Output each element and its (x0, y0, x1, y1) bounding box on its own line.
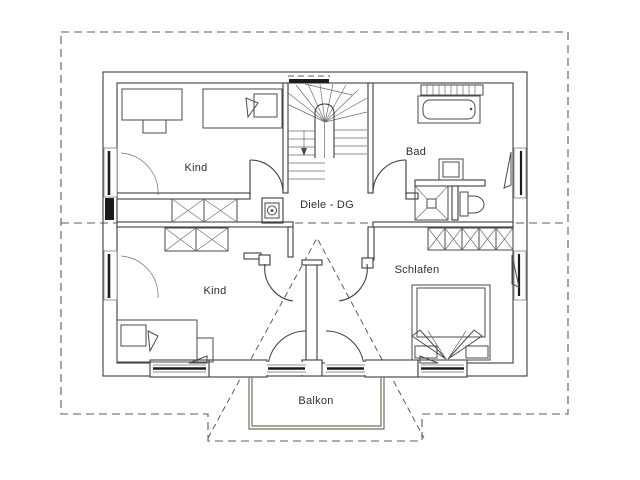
wardrobe-schlafen-icon (427, 227, 514, 251)
shower-icon (414, 185, 449, 221)
window-south-right (417, 355, 468, 378)
sink-icon (438, 158, 464, 181)
staircase (286, 75, 368, 180)
wall-block-left (258, 254, 271, 266)
toilet-icon (459, 191, 485, 217)
stair-spine (314, 103, 335, 158)
wardrobe-kind-upper-icon (171, 198, 238, 223)
wall-stub-bad (405, 192, 419, 200)
stair-direction-arrow (301, 130, 307, 156)
balcony-railing (248, 377, 385, 430)
wall-stair-right (367, 82, 374, 194)
wall-schlafen-west (367, 226, 375, 261)
interior-walls (105, 82, 514, 269)
door-arc-bad (372, 159, 407, 194)
room-label-bad: Bad (406, 146, 426, 158)
wardrobe-kind-lower-icon (164, 227, 229, 252)
double-bed-icon (411, 284, 491, 361)
roof-window-sill (289, 79, 329, 83)
stair-risers (287, 129, 367, 180)
door-arcs (249, 159, 407, 370)
door-arc-kind-lower (264, 263, 294, 302)
wall-shower-divider (451, 185, 459, 221)
wall-stair-left (282, 82, 289, 194)
window-south-left (149, 355, 210, 378)
window-right-bad (503, 147, 527, 199)
blind-box-right (364, 359, 419, 378)
room-label-kind-upper: Kind (184, 162, 207, 174)
wall-middle-right (372, 221, 514, 228)
door-arc-schlafen (338, 263, 368, 302)
window-right-schlafen (511, 250, 527, 301)
room-label-schlafen: Schlafen (395, 264, 440, 276)
gable-outline (207, 236, 425, 439)
bathtub-icon (417, 95, 481, 124)
wall-pier-left (105, 198, 114, 220)
single-bed-lower-icon (116, 319, 214, 363)
window-left-upper (103, 147, 159, 198)
room-label-balkon: Balkon (298, 395, 333, 407)
radiator-icon (420, 84, 484, 96)
chimney (261, 197, 284, 224)
balcony-door-left (266, 362, 307, 375)
balcony-pier (301, 259, 323, 377)
roof-overhang-outline (60, 31, 569, 442)
window-left-lower (103, 250, 159, 301)
balcony-door-right (325, 362, 366, 375)
wall-kind-lower-east (287, 226, 294, 258)
wall-kind-upper-south (116, 192, 251, 200)
room-label-diele: Diele - DG (300, 199, 354, 211)
door-arc-kind-upper (249, 159, 284, 194)
wall-bath-partition (414, 179, 486, 187)
stair-winders (286, 83, 368, 123)
single-bed-upper-icon (202, 88, 283, 129)
room-label-kind-lower: Kind (203, 285, 226, 297)
south-wall-features (149, 355, 468, 378)
blind-box-left (208, 359, 268, 378)
desk-icon (121, 88, 183, 134)
